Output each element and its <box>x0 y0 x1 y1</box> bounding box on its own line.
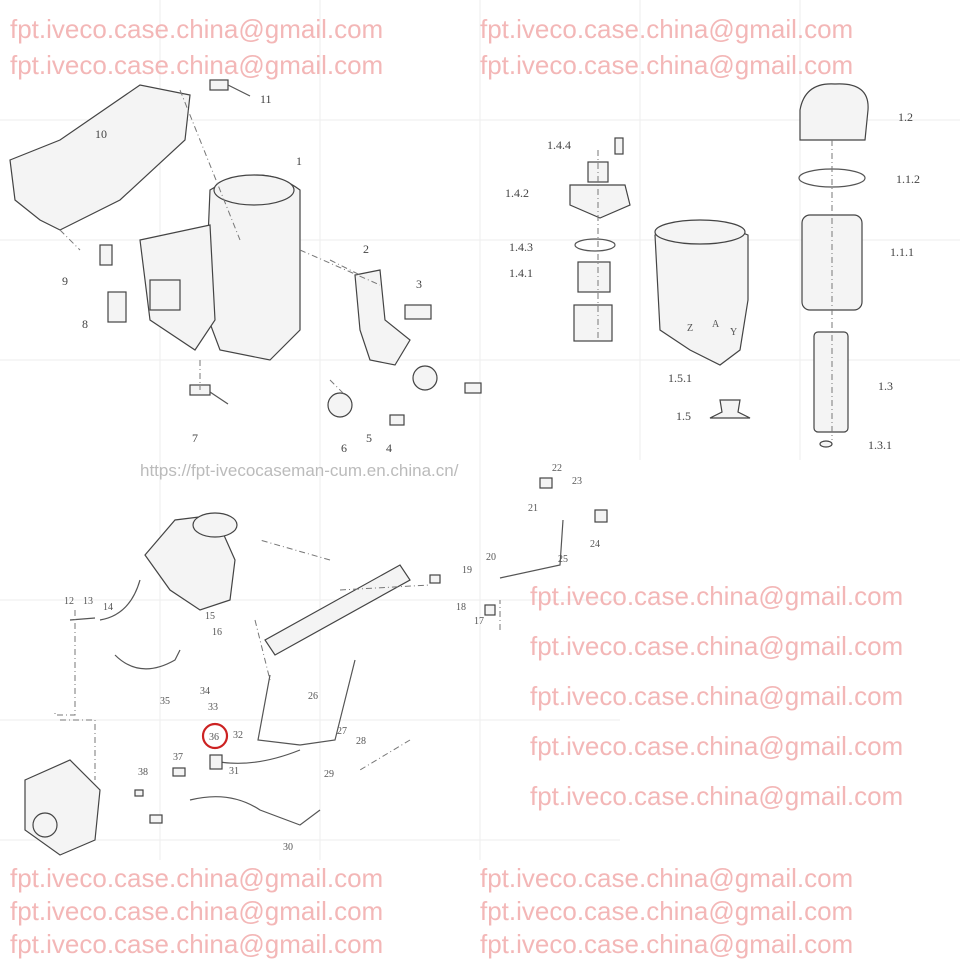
label-6: 6 <box>341 441 347 455</box>
label-25: 25 <box>558 554 568 565</box>
label-20: 20 <box>486 552 496 563</box>
label-13: 13 <box>83 596 93 607</box>
label-1-4-3: 1.4.3 <box>509 240 533 254</box>
watermark: fpt.iveco.case.china@gmail.com <box>530 631 903 661</box>
label-1-1-1: 1.1.1 <box>890 245 914 259</box>
label-16: 16 <box>212 627 222 638</box>
watermarks: fpt.iveco.case.china@gmail.com fpt.iveco… <box>10 14 903 959</box>
label-1-3-1: 1.3.1 <box>868 438 892 452</box>
label-26: 26 <box>308 691 318 702</box>
label-1-1-2: 1.1.2 <box>896 172 920 186</box>
label-14: 14 <box>103 602 113 613</box>
watermark: fpt.iveco.case.china@gmail.com <box>10 929 383 959</box>
label-34: 34 <box>200 686 210 697</box>
label-1-5-1: 1.5.1 <box>668 371 692 385</box>
label-32: 32 <box>233 730 243 741</box>
label-27: 27 <box>337 726 347 737</box>
watermark: fpt.iveco.case.china@gmail.com <box>530 681 903 711</box>
label-9: 9 <box>62 274 68 288</box>
label-23: 23 <box>572 476 582 487</box>
label-28: 28 <box>356 736 366 747</box>
watermark: fpt.iveco.case.china@gmail.com <box>480 14 853 44</box>
label-1-4-4: 1.4.4 <box>547 138 571 152</box>
watermark: fpt.iveco.case.china@gmail.com <box>530 731 903 761</box>
label-1-2: 1.2 <box>898 110 913 124</box>
label-3: 3 <box>416 277 422 291</box>
label-1-4-1: 1.4.1 <box>509 266 533 280</box>
label-4: 4 <box>386 441 392 455</box>
watermark: fpt.iveco.case.china@gmail.com <box>480 50 853 80</box>
label-1-4-2: 1.4.2 <box>505 186 529 200</box>
label-5: 5 <box>366 431 372 445</box>
label-18: 18 <box>456 602 466 613</box>
label-21: 21 <box>528 503 538 514</box>
label-35: 35 <box>160 696 170 707</box>
label-31: 31 <box>229 766 239 777</box>
watermark: fpt.iveco.case.china@gmail.com <box>480 929 853 959</box>
port-mark-a: A <box>712 319 720 330</box>
watermark: fpt.iveco.case.china@gmail.com <box>480 863 853 893</box>
watermark: fpt.iveco.case.china@gmail.com <box>10 50 383 80</box>
label-36: 36 <box>209 732 219 743</box>
label-37: 37 <box>173 752 183 763</box>
bottom-part-labels: 12 13 14 15 16 17 18 19 20 21 22 23 24 2… <box>64 463 600 853</box>
label-11: 11 <box>260 92 272 106</box>
watermark: fpt.iveco.case.china@gmail.com <box>530 581 903 611</box>
label-12: 12 <box>64 596 74 607</box>
label-1-5: 1.5 <box>676 409 691 423</box>
highlight-circle <box>201 722 229 750</box>
label-8: 8 <box>82 317 88 331</box>
watermark: fpt.iveco.case.china@gmail.com <box>530 781 903 811</box>
watermark: fpt.iveco.case.china@gmail.com <box>10 14 383 44</box>
url-watermark: https://fpt-ivecocaseman-cum.en.china.cn… <box>140 461 459 480</box>
top-right-part-labels: 1.4.4 1.4.2 1.4.3 1.4.1 1.5.1 1.5 1.2 1.… <box>505 110 920 452</box>
watermark: fpt.iveco.case.china@gmail.com <box>10 896 383 926</box>
label-2: 2 <box>363 242 369 256</box>
label-29: 29 <box>324 769 334 780</box>
port-mark-z: Z <box>687 323 693 334</box>
label-24: 24 <box>590 539 600 550</box>
label-33: 33 <box>208 702 218 713</box>
watermark: fpt.iveco.case.china@gmail.com <box>480 896 853 926</box>
top-left-part-labels: 1 2 3 4 5 6 7 8 9 10 11 <box>62 92 422 455</box>
label-19: 19 <box>462 565 472 576</box>
fuel-lines-assembly <box>24 477 608 856</box>
label-38: 38 <box>138 767 148 778</box>
filter-components <box>569 83 869 448</box>
label-15: 15 <box>205 611 215 622</box>
fuel-filter-assembly <box>9 79 482 426</box>
watermark: fpt.iveco.case.china@gmail.com <box>10 863 383 893</box>
label-17: 17 <box>474 616 484 627</box>
label-7: 7 <box>192 431 198 445</box>
label-10: 10 <box>95 127 107 141</box>
label-1-3: 1.3 <box>878 379 893 393</box>
port-mark-y: Y <box>730 327 737 338</box>
label-22: 22 <box>552 463 562 474</box>
label-1: 1 <box>296 154 302 168</box>
label-30: 30 <box>283 842 293 853</box>
